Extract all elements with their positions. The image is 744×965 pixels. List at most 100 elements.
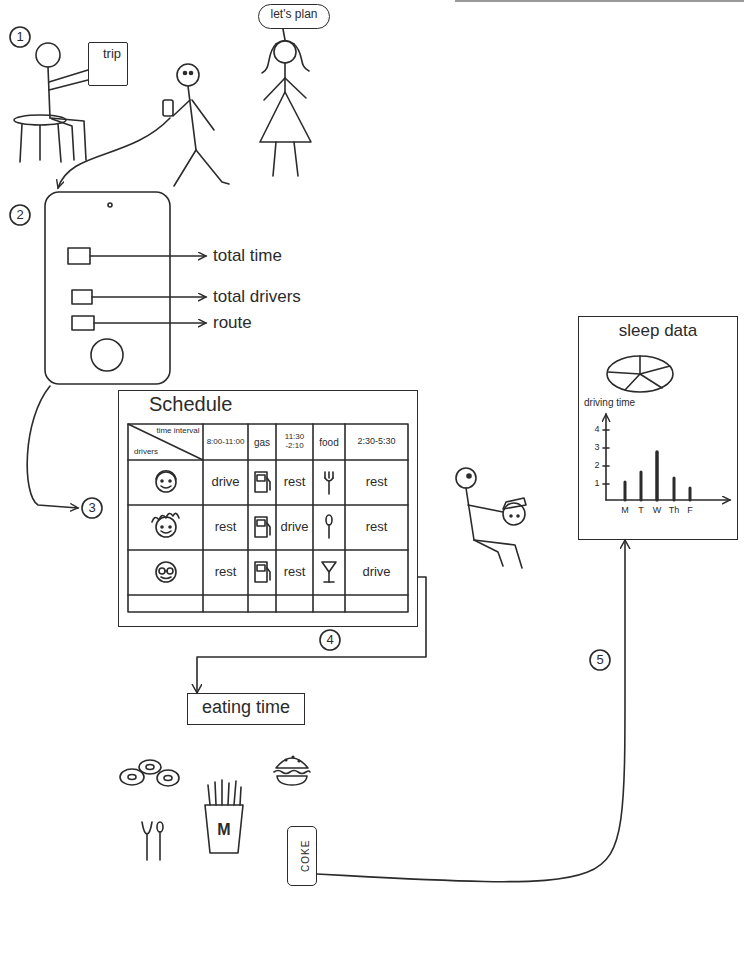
leader-arrow	[92, 296, 206, 298]
driving-person	[467, 474, 471, 478]
table-cell: rest	[366, 520, 388, 534]
girl-figure	[262, 44, 276, 73]
callout-number: 5	[596, 653, 603, 667]
donuts	[146, 765, 154, 770]
gas-pump-icon	[255, 472, 267, 492]
callout-circle	[10, 27, 30, 47]
callout-circle	[10, 205, 30, 225]
driver-face	[161, 531, 171, 533]
callout-circle	[82, 498, 102, 518]
driver-face	[159, 568, 165, 574]
node-text: Schedule	[149, 393, 232, 416]
food-icon	[322, 472, 336, 582]
paper-edge	[455, 0, 744, 2]
soda-can: COKE	[287, 826, 317, 886]
girl-figure	[285, 78, 306, 98]
callout-number: 4	[326, 633, 333, 647]
girl-figure	[260, 92, 311, 142]
donuts	[128, 775, 136, 780]
driving-person	[474, 540, 522, 568]
bar-chart	[603, 447, 609, 449]
driver-face	[161, 526, 163, 528]
table-cell: rest	[215, 520, 237, 534]
table-header: drivers	[134, 448, 158, 457]
flow-arrow	[197, 577, 426, 693]
field-label: total drivers	[213, 288, 301, 307]
phone	[45, 192, 170, 384]
sitting-person	[58, 124, 61, 162]
table-cell: drive	[362, 565, 390, 579]
burger	[276, 758, 308, 768]
sitting-person	[39, 125, 41, 160]
axis-label: F	[687, 506, 693, 516]
node-text: trip	[103, 47, 121, 62]
food-icon	[326, 515, 332, 525]
axis-label: T	[638, 506, 644, 516]
burger	[274, 756, 310, 785]
table-cell: rest	[284, 565, 306, 579]
walking-person	[184, 72, 187, 75]
callout-number: 2	[16, 208, 23, 222]
burger	[274, 771, 310, 774]
leader-arrow	[90, 256, 206, 323]
pie-chart	[625, 374, 640, 390]
schedule-table	[344, 424, 346, 612]
pie-chart	[608, 372, 640, 374]
walking-person	[163, 64, 229, 186]
schedule-table	[128, 549, 408, 551]
fries	[205, 780, 243, 853]
schedule-table	[128, 424, 203, 460]
driving-person	[456, 468, 476, 488]
pie-chart	[639, 356, 641, 374]
axis-label: 3	[594, 443, 599, 453]
gas-pump-icon	[267, 523, 270, 535]
gas-pump-icon	[257, 565, 265, 571]
driving-person	[517, 515, 519, 517]
bar-chart	[640, 472, 643, 500]
driving-person	[510, 515, 512, 517]
sitting-person	[49, 70, 88, 82]
table-cell: drive	[211, 475, 239, 489]
sitting-person	[36, 43, 60, 67]
pie-chart	[640, 366, 670, 374]
walking-person	[177, 64, 199, 86]
cutlery	[157, 822, 163, 832]
driver-face	[167, 568, 173, 574]
bar-chart	[655, 452, 659, 500]
girl-figure	[294, 44, 309, 71]
phone	[45, 192, 170, 384]
flow-arrow	[27, 386, 78, 508]
callout-circle	[10, 27, 610, 670]
girl-figure	[273, 142, 276, 176]
axis-label: W	[653, 506, 662, 516]
gas-pump-icon	[257, 475, 265, 481]
table-cell: rest	[284, 475, 306, 489]
food-icon	[328, 472, 330, 478]
table-cell: drive	[280, 520, 308, 534]
bar-chart	[603, 414, 730, 500]
cutlery	[142, 822, 163, 860]
walking-person	[190, 72, 193, 75]
girl-figure	[274, 41, 296, 63]
gas-pump-icon	[255, 562, 267, 582]
driving-person	[503, 498, 526, 509]
sitting-person	[14, 43, 88, 162]
food-icon	[328, 481, 330, 494]
driving-person	[456, 468, 526, 568]
table-header: food	[319, 437, 338, 448]
callout-number: 1	[16, 30, 23, 44]
table-cell: rest	[366, 475, 388, 489]
driver-face	[161, 577, 171, 579]
sketch-layer	[10, 27, 730, 860]
paper-note: trip	[88, 42, 128, 86]
driving-person	[468, 505, 503, 512]
driver-face	[165, 570, 167, 572]
girl-figure	[283, 29, 285, 40]
phone	[91, 339, 123, 371]
food-icon	[332, 472, 334, 478]
donuts	[120, 760, 179, 786]
bar-chart	[603, 429, 609, 431]
schedule-table	[128, 594, 408, 596]
node-text: sleep data	[619, 321, 697, 341]
walking-person	[174, 150, 196, 186]
